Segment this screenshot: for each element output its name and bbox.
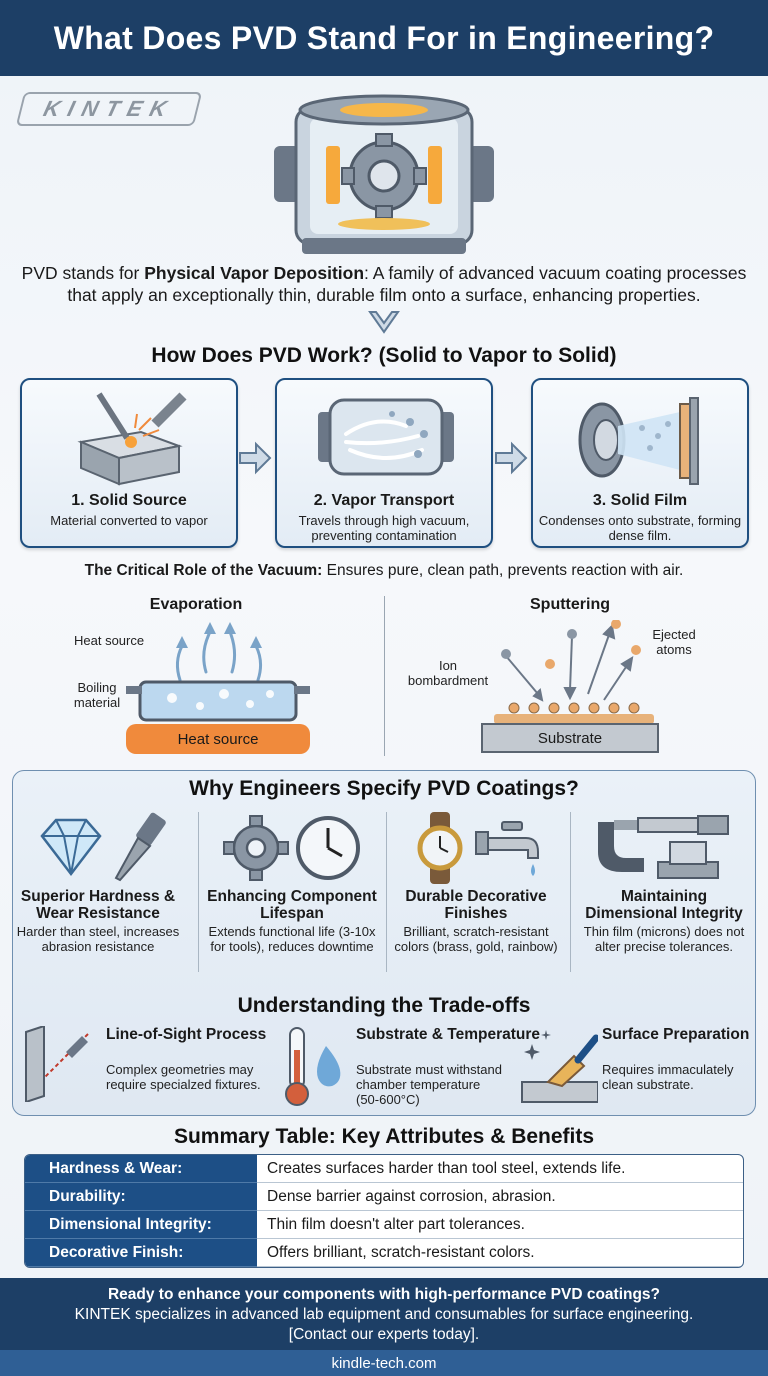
tradeoff-desc: Substrate must withstand chamber tempera… <box>356 1062 502 1107</box>
kintek-logo: KINTEK <box>15 92 203 126</box>
table-row: Dimensional Integrity: Thin film doesn't… <box>25 1211 743 1239</box>
tradeoff-desc: Complex geometries may require specialze… <box>106 1062 261 1092</box>
film-deposition-icon <box>578 397 699 485</box>
diamond-icon <box>40 818 102 877</box>
step-card-solid-film: 3. Solid Film Condenses onto substrate, … <box>531 378 749 548</box>
row-value: Creates surfaces harder than tool steel,… <box>257 1155 743 1183</box>
vapor-chamber-icon <box>318 398 454 476</box>
step-card-solid-source: 1. Solid Source Material converted to va… <box>20 378 238 548</box>
hardness-icons <box>40 812 166 882</box>
benefit-divider <box>198 812 199 972</box>
step-title: 1. Solid Source <box>71 492 187 509</box>
row-value: Thin film doesn't alter part tolerances. <box>257 1211 743 1239</box>
ion-bombardment-label: Ion bombardment <box>407 658 489 688</box>
ejected-atoms-label: Ejected atoms <box>652 627 696 657</box>
table-row: Durability: Dense barrier against corros… <box>25 1183 743 1211</box>
evaporation-diagram <box>126 622 310 754</box>
benefit-title: Durable Decorative Finishes <box>405 888 547 922</box>
faucet-icon <box>475 821 539 876</box>
tradeoff-title: Surface Preparation <box>602 1026 750 1043</box>
boiling-material-label: Boiling material <box>73 680 121 710</box>
step-desc: Condenses onto substrate, forming dense … <box>538 513 742 543</box>
table-row: Decorative Finish: Offers brilliant, scr… <box>25 1239 743 1267</box>
sputtering-title: Sputtering <box>530 596 610 613</box>
table-row: Hardness & Wear: Creates surfaces harder… <box>25 1155 743 1183</box>
cta-footer: Ready to enhance your components with hi… <box>0 1278 768 1350</box>
page-title: What Does PVD Stand For in Engineering? <box>0 0 768 76</box>
heat-source-base-label: Heat source <box>177 731 259 748</box>
tradeoff-title: Line-of-Sight Process <box>106 1026 267 1043</box>
benefit-desc: Brilliant, scratch-resistant colors (bra… <box>394 924 558 954</box>
lifespan-icons <box>223 815 360 881</box>
line-of-sight-icon <box>25 1026 89 1102</box>
row-key: Durability: <box>25 1183 257 1211</box>
cta-headline: Ready to enhance your components with hi… <box>107 1286 661 1303</box>
water-drop-icon <box>317 1046 341 1087</box>
arrow-right-icon <box>495 441 528 475</box>
benefit-title: Maintaining Dimensional Integrity <box>585 888 743 922</box>
watch-icon <box>417 812 463 884</box>
benefit-desc: Harder than steel, increases abrasion re… <box>16 924 180 954</box>
vacuum-note-bold: The Critical Role of the Vacuum: <box>84 562 323 579</box>
summary-table: Hardness & Wear: Creates surfaces harder… <box>24 1154 744 1268</box>
solid-source-icon <box>77 392 187 486</box>
substrate-label: Substrate <box>537 730 603 747</box>
evaporation-title: Evaporation <box>149 596 243 613</box>
how-pvd-works-title: How Does PVD Work? (Solid to Vapor to So… <box>151 344 617 367</box>
cylinder-part-icon <box>657 841 719 879</box>
vacuum-chamber-icon <box>274 94 494 254</box>
summary-title: Summary Table: Key Attributes & Benefits <box>173 1125 595 1148</box>
thermometer-icon <box>285 1027 341 1106</box>
benefit-title: Enhancing Component Lifespan <box>207 888 377 922</box>
intro-prefix: PVD stands for <box>21 263 145 283</box>
benefit-desc: Thin film (microns) does not alter preci… <box>583 924 745 954</box>
sputtering-diagram <box>481 620 659 753</box>
step-desc: Travels through high vacuum, preventing … <box>298 513 470 543</box>
step-title: 2. Vapor Transport <box>313 492 455 509</box>
dimensional-icons <box>598 815 729 879</box>
methods-divider <box>384 596 385 756</box>
contact-link[interactable]: [Contact our experts today]. <box>288 1326 480 1343</box>
tradeoffs-title: Understanding the Trade-offs <box>237 994 531 1017</box>
micrometer-icon <box>598 815 729 872</box>
clock-icon <box>296 816 360 880</box>
tradeoff-title: Substrate & Temperature <box>356 1026 541 1043</box>
row-key: Dimensional Integrity: <box>25 1211 257 1239</box>
cta-description: KINTEK specializes in advanced lab equip… <box>74 1306 694 1323</box>
row-key: Decorative Finish: <box>25 1239 257 1267</box>
chevron-down-icon <box>368 311 400 334</box>
step-title: 3. Solid Film <box>592 492 688 509</box>
gear-icon <box>223 815 289 881</box>
intro-line-2: that apply an exceptionally thin, durabl… <box>67 285 701 305</box>
row-value: Offers brilliant, scratch-resistant colo… <box>257 1239 743 1267</box>
tradeoff-desc: Requires immaculately clean substrate. <box>602 1062 734 1092</box>
website-link[interactable]: kindle-tech.com <box>0 1350 768 1376</box>
step-card-vapor-transport: 2. Vapor Transport Travels through high … <box>275 378 493 548</box>
cleaning-brush-icon <box>521 1030 598 1103</box>
decorative-icons <box>417 812 539 884</box>
benefit-divider <box>386 812 387 972</box>
vacuum-role-note: The Critical Role of the Vacuum: Ensures… <box>0 562 768 580</box>
intro-text: PVD stands for Physical Vapor Deposition… <box>0 262 768 306</box>
drill-bit-icon <box>114 812 166 882</box>
vacuum-note-text: Ensures pure, clean path, prevents react… <box>322 562 684 579</box>
pvd-definition-term: Physical Vapor Deposition <box>144 263 365 283</box>
row-value: Dense barrier against corrosion, abrasio… <box>257 1183 743 1211</box>
row-key: Hardness & Wear: <box>25 1155 257 1183</box>
arrow-right-icon <box>239 441 272 475</box>
why-pvd-title: Why Engineers Specify PVD Coatings? <box>189 777 579 800</box>
intro-suffix: : A family of advanced vacuum coating pr… <box>364 263 747 283</box>
heat-source-label: Heat source <box>74 633 145 648</box>
benefit-desc: Extends functional life (3-10x for tools… <box>208 924 376 954</box>
step-desc: Material converted to vapor <box>50 513 208 528</box>
benefit-title: Superior Hardness & Wear Resistance <box>20 888 176 922</box>
benefit-divider <box>570 812 571 972</box>
